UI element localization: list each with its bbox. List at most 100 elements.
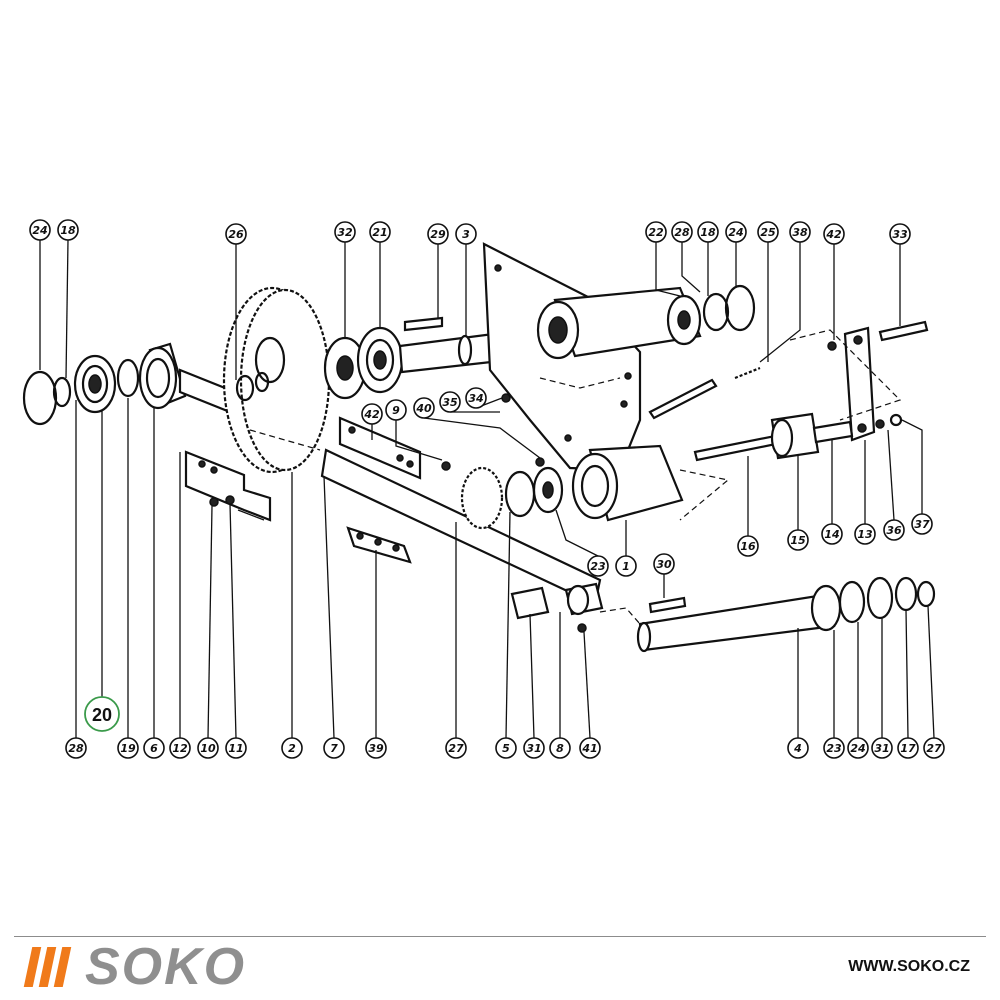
svg-text:37: 37 <box>914 518 930 531</box>
callout-top-3: 26 <box>225 223 247 245</box>
callouts-bottom: 28 19 6 12 10 11 2 7 39 27 5 31 8 41 4 2… <box>65 737 945 759</box>
callout-bottom-16: 23 <box>823 737 845 759</box>
callout-top-10: 18 <box>697 221 719 243</box>
nut-11 <box>225 495 235 505</box>
svg-text:40: 40 <box>415 402 432 415</box>
callout-bottom-18: 31 <box>871 737 893 759</box>
svg-text:28: 28 <box>68 742 84 755</box>
footer-divider <box>14 936 986 937</box>
bolt-33 <box>878 320 929 342</box>
nut-9 <box>441 461 451 471</box>
callout-bottom-10: 27 <box>445 737 467 759</box>
callout-top-12: 25 <box>757 221 779 243</box>
svg-text:36: 36 <box>886 524 902 537</box>
svg-text:31: 31 <box>874 742 889 755</box>
callouts-right: 16 15 14 13 36 37 23 1 30 <box>587 513 933 577</box>
svg-text:1: 1 <box>622 560 630 573</box>
logo-bars-icon <box>23 947 72 987</box>
bearing-left <box>73 354 117 414</box>
callout-bottom-3: 6 <box>143 737 165 759</box>
svg-text:2: 2 <box>288 742 296 755</box>
plate-12 <box>184 450 272 522</box>
website-url: WWW.SOKO.CZ <box>848 958 970 975</box>
callout-bottom-4: 12 <box>169 737 191 759</box>
snap-ring-right <box>724 284 756 332</box>
callout-mid-5: 34 <box>465 387 487 409</box>
callout-top-5: 21 <box>369 221 391 243</box>
svg-text:35: 35 <box>442 396 458 409</box>
svg-text:24: 24 <box>32 224 47 237</box>
bolt-16 <box>693 434 778 462</box>
svg-text:15: 15 <box>790 534 806 547</box>
nut-37 <box>889 413 903 427</box>
snap-ring-left <box>22 370 58 426</box>
ring-18-right <box>702 292 730 332</box>
svg-text:33: 33 <box>892 228 908 241</box>
svg-text:24: 24 <box>728 226 743 239</box>
svg-text:28: 28 <box>674 226 690 239</box>
svg-text:29: 29 <box>430 228 446 241</box>
callout-top-15: 33 <box>889 223 911 245</box>
callout-bottom-2: 19 <box>117 737 139 759</box>
svg-text:10: 10 <box>200 742 216 755</box>
chain-link-39 <box>346 526 412 564</box>
callout-bottom-8: 7 <box>323 737 345 759</box>
svg-text:7: 7 <box>330 742 338 755</box>
callout-bottom-20: 27 <box>923 737 945 759</box>
key-29 <box>403 316 444 332</box>
svg-text:31: 31 <box>526 742 541 755</box>
callout-right-7: 23 <box>587 555 609 577</box>
svg-text:12: 12 <box>172 742 188 755</box>
callout-mid-1: 42 <box>361 403 383 425</box>
plate-42-mid <box>338 416 422 480</box>
callout-top-8: 22 <box>645 221 667 243</box>
shaft-4 <box>636 576 936 653</box>
lever-13 <box>843 326 876 442</box>
callout-right-9: 30 <box>653 553 675 575</box>
svg-text:14: 14 <box>824 528 839 541</box>
callout-right-4: 13 <box>854 523 876 545</box>
small-sprocket <box>460 466 504 530</box>
nut-42-right <box>827 341 837 351</box>
bearing-21 <box>356 326 404 394</box>
callout-right-2: 15 <box>787 529 809 551</box>
svg-text:23: 23 <box>826 742 842 755</box>
svg-text:42: 42 <box>363 408 380 421</box>
ring-19 <box>116 358 140 398</box>
svg-text:26: 26 <box>228 228 244 241</box>
callout-mid-4: 35 <box>439 391 461 413</box>
svg-text:19: 19 <box>120 742 136 755</box>
svg-text:20: 20 <box>92 705 112 725</box>
svg-text:13: 13 <box>857 528 873 541</box>
callouts-middle: 42 9 40 35 34 <box>361 387 487 425</box>
logo-text: SOKO <box>85 938 247 996</box>
callout-bottom-13: 8 <box>549 737 571 759</box>
svg-text:30: 30 <box>656 558 672 571</box>
callout-bottom-9: 39 <box>365 737 387 759</box>
svg-text:25: 25 <box>760 226 776 239</box>
callout-top-9: 28 <box>671 221 693 243</box>
svg-text:16: 16 <box>740 540 756 553</box>
callout-top-4: 32 <box>334 221 356 243</box>
svg-text:5: 5 <box>502 742 510 755</box>
svg-text:3: 3 <box>462 228 470 241</box>
sleeve-14 <box>812 420 854 444</box>
svg-text:27: 27 <box>926 742 942 755</box>
svg-text:32: 32 <box>337 226 353 239</box>
sleeve-6 <box>138 342 187 410</box>
callout-mid-3: 40 <box>413 397 435 419</box>
highlighted-callout: 20 <box>84 696 120 732</box>
callout-top-6: 29 <box>427 223 449 245</box>
svg-text:6: 6 <box>150 742 158 755</box>
svg-text:17: 17 <box>900 742 916 755</box>
svg-text:42: 42 <box>825 228 842 241</box>
callout-right-1: 16 <box>737 535 759 557</box>
callout-top-14: 42 <box>823 223 845 245</box>
svg-text:21: 21 <box>372 226 387 239</box>
svg-text:18: 18 <box>60 224 76 237</box>
callout-bottom-15: 4 <box>787 737 809 759</box>
svg-text:22: 22 <box>648 226 664 239</box>
callout-top-13: 38 <box>789 221 811 243</box>
callout-bottom-7: 2 <box>281 737 303 759</box>
